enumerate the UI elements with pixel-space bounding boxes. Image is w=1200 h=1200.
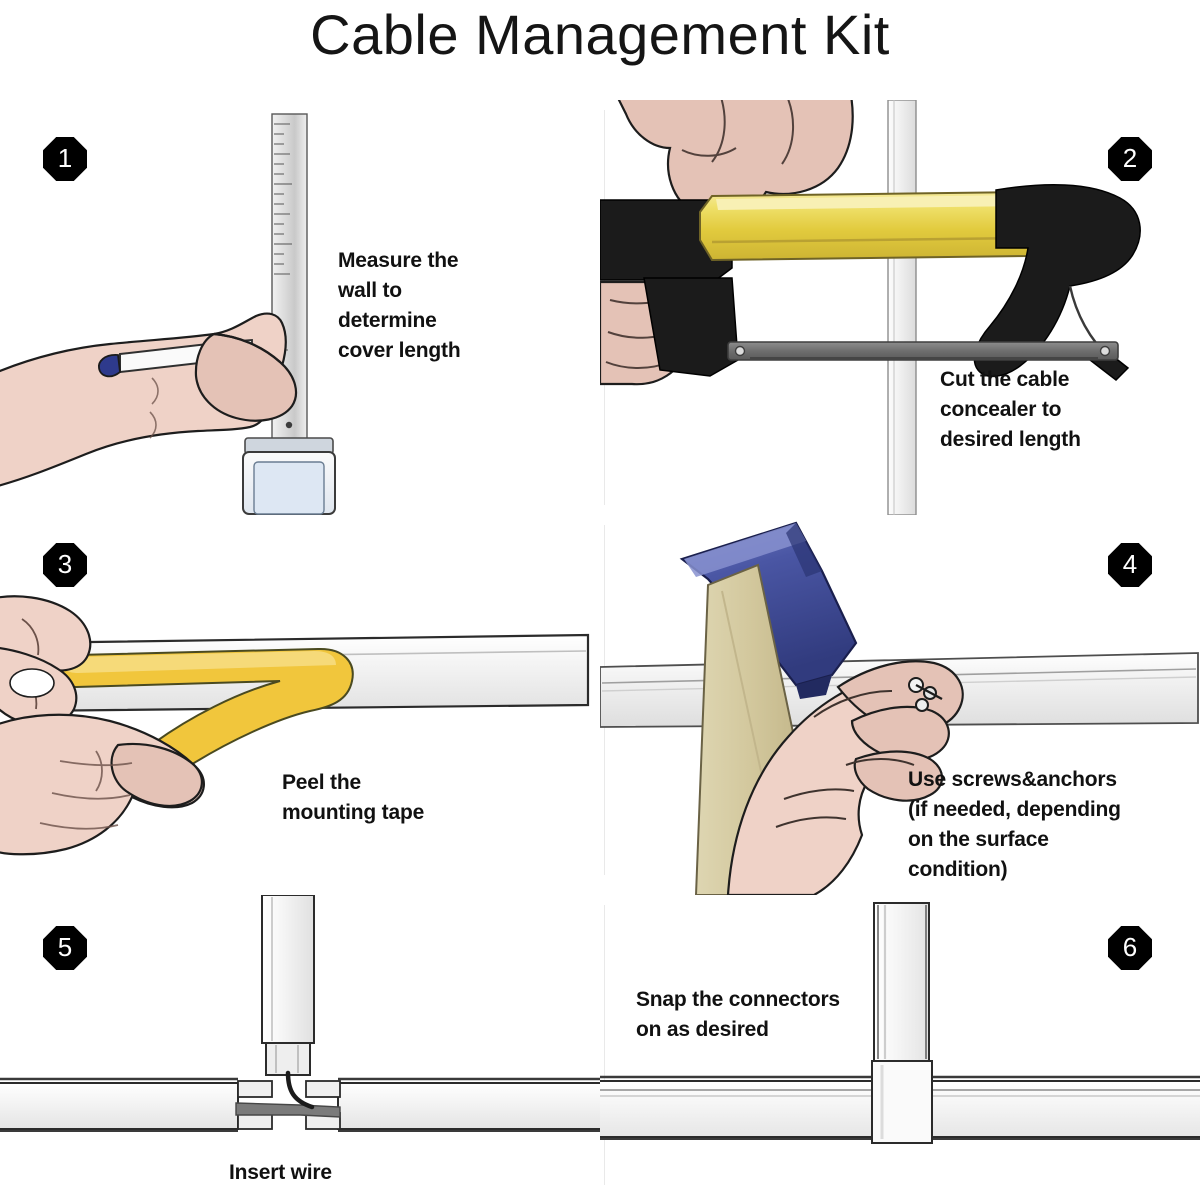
step-caption-5: Insert wire <box>229 1161 332 1184</box>
step-panel-6: 6 <box>600 895 1200 1200</box>
step-panel-1: 1 <box>0 100 600 515</box>
hacksaw-icon <box>600 100 1141 515</box>
step-panel-4: 4 <box>600 515 1200 895</box>
connector-cover-icon <box>600 902 1200 1144</box>
page-title: Cable Management Kit <box>310 3 890 66</box>
step-panel-5: 5 <box>0 895 600 1200</box>
step-badge-5: 5 <box>43 926 87 970</box>
step-badge-3: 3 <box>43 543 87 587</box>
step-caption-1: Measure the wall to determine cover leng… <box>338 249 461 362</box>
step-caption-3: Peel the mounting tape <box>282 771 425 824</box>
mounting-tape-icon <box>0 595 590 856</box>
step-caption-6: Snap the connectors on as desired <box>636 988 840 1041</box>
step-badge-2: 2 <box>1108 137 1152 181</box>
step-panel-3: 3 <box>0 515 600 895</box>
step-panel-2: 2 <box>600 100 1200 515</box>
screw-icon <box>908 677 943 712</box>
cable-channel-icon <box>887 100 917 515</box>
panel-divider-vertical-bot <box>604 905 605 1185</box>
step-caption-2: Cut the cable concealer to desired lengt… <box>940 368 1081 451</box>
hammer-icon <box>600 521 1199 895</box>
step-caption-4: Use screws&anchors (if needed, depending… <box>908 768 1121 881</box>
wire-icon <box>235 1102 341 1118</box>
tape-measure-icon <box>0 113 336 515</box>
step-badge-6: 6 <box>1108 926 1152 970</box>
cable-channel-tee-icon <box>0 895 600 1132</box>
step-badge-4: 4 <box>1108 543 1152 587</box>
step-badge-1: 1 <box>43 137 87 181</box>
